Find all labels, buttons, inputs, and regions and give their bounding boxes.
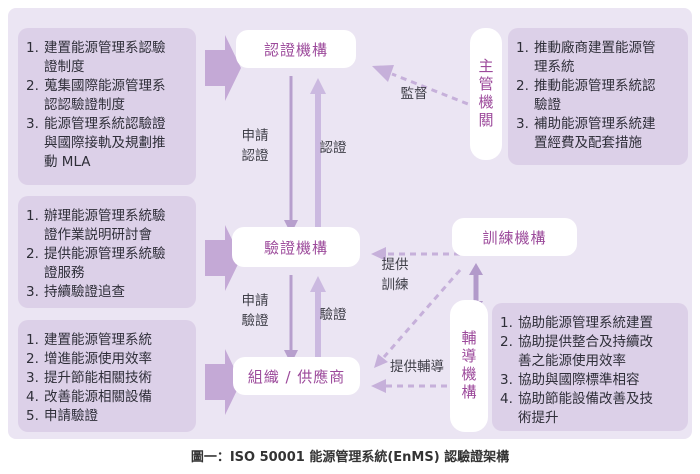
counseling-tasks-box: 1. 協助能源管理系統建置 2. 協助提供整合及持續改善之能源使用效率 3. 協… bbox=[492, 303, 688, 431]
node-counseling-institution: 輔導機構 bbox=[450, 300, 488, 432]
item-number: 1. bbox=[26, 332, 39, 348]
down-arrow-icon bbox=[284, 275, 298, 364]
label-supervise: 監督 bbox=[400, 86, 428, 102]
list-item: 2. 提供能源管理系統驗證服務 bbox=[26, 245, 172, 283]
list-item: 3. 能源管理系統認驗證與國際接軌及規劃推動 MLA bbox=[26, 115, 172, 172]
list-item: 1. 協助能源管理系統建置 bbox=[500, 314, 660, 333]
list-item: 2. 增進能源使用效率 bbox=[26, 350, 172, 369]
label-apply-certification: 申請 驗證 bbox=[241, 293, 269, 329]
diagram-background: 1. 建置能源管理系認驗證制度 2. 蒐集國際能源管理系認認驗證制度 3. 能源… bbox=[8, 8, 692, 439]
item-text: 蒐集國際能源管理系認認驗證制度 bbox=[44, 78, 166, 113]
item-text: 推動能源管理系統認驗證 bbox=[534, 78, 656, 113]
node-certification-body: 驗證機構 bbox=[232, 227, 360, 267]
list-item: 2. 蒐集國際能源管理系認認驗證制度 bbox=[26, 77, 172, 115]
node-organization-supplier: 組織 / 供應商 bbox=[233, 357, 360, 395]
item-number: 2. bbox=[500, 334, 513, 350]
list-item: 3. 持續驗證追查 bbox=[26, 283, 172, 302]
list-item: 1. 辦理能源管理系統驗證作業説明研討會 bbox=[26, 207, 172, 245]
item-text: 提升節能相關技術 bbox=[44, 370, 152, 386]
certification-tasks-box: 1. 辦理能源管理系統驗證作業説明研討會 2. 提供能源管理系統驗證服務 3. … bbox=[18, 196, 196, 308]
node-competent-authority: 主管機關 bbox=[470, 28, 502, 160]
list-item: 4. 改善能源相關設備 bbox=[26, 388, 172, 407]
item-text: 申請驗證 bbox=[44, 408, 98, 424]
item-text: 建置能源管理系統 bbox=[44, 332, 152, 348]
list-item: 1. 推動廠商建置能源管理系統 bbox=[516, 39, 662, 77]
item-text: 協助節能設備改善及技術提升 bbox=[518, 391, 653, 426]
list-item: 3. 補助能源管理系統建置經費及配套措施 bbox=[516, 115, 662, 153]
label-accredit: 認證 bbox=[319, 140, 347, 156]
organization-tasks-box: 1. 建置能源管理系統 2. 增進能源使用效率 3. 提升節能相關技術 4. 改… bbox=[18, 320, 196, 432]
list-item: 4. 協助節能設備改善及技術提升 bbox=[500, 390, 660, 428]
list-item: 2. 推動能源管理系統認驗證 bbox=[516, 77, 662, 115]
item-number: 5. bbox=[26, 408, 39, 424]
item-number: 3. bbox=[516, 116, 529, 132]
item-number: 4. bbox=[500, 391, 513, 407]
item-number: 2. bbox=[516, 78, 529, 94]
item-text: 改善能源相關設備 bbox=[44, 389, 152, 405]
list-item: 3. 提升節能相關技術 bbox=[26, 369, 172, 388]
item-text: 協助提供整合及持續改善之能源使用效率 bbox=[518, 334, 653, 369]
item-text: 提供能源管理系統驗證服務 bbox=[44, 246, 166, 281]
item-number: 2. bbox=[26, 78, 39, 94]
down-arrow-icon bbox=[284, 76, 298, 234]
item-text: 增進能源使用效率 bbox=[44, 351, 152, 367]
item-text: 補助能源管理系統建置經費及配套措施 bbox=[534, 116, 656, 151]
label-apply-accreditation: 申請 認證 bbox=[241, 128, 269, 164]
list-item: 3. 協助與國際標準相容 bbox=[500, 371, 660, 390]
item-number: 3. bbox=[26, 116, 39, 132]
label-certify: 驗證 bbox=[319, 307, 347, 323]
accreditation-tasks-box: 1. 建置能源管理系認驗證制度 2. 蒐集國際能源管理系認認驗證制度 3. 能源… bbox=[18, 28, 196, 185]
authority-tasks-box: 1. 推動廠商建置能源管理系統 2. 推動能源管理系統認驗證 3. 補助能源管理… bbox=[508, 28, 688, 165]
figure-caption: 圖一：ISO 50001 能源管理系統(EnMS) 認驗證架構 bbox=[190, 450, 510, 465]
item-number: 1. bbox=[26, 208, 39, 224]
list-item: 5. 申請驗證 bbox=[26, 407, 172, 426]
item-number: 3. bbox=[26, 284, 39, 300]
label-provide-counseling: 提供輔導 bbox=[390, 359, 444, 375]
item-text: 協助能源管理系統建置 bbox=[518, 315, 653, 331]
list-item: 1. 建置能源管理系統 bbox=[26, 331, 172, 350]
label-provide-training: 提供 訓練 bbox=[381, 257, 409, 293]
item-text: 持續驗證追查 bbox=[44, 284, 125, 300]
item-number: 4. bbox=[26, 389, 39, 405]
node-training-institution: 訓練機構 bbox=[452, 218, 577, 256]
item-number: 1. bbox=[500, 315, 513, 331]
node-accreditation-body: 認證機構 bbox=[236, 30, 356, 68]
dashed-counseling-arrow-icon bbox=[371, 379, 458, 393]
item-text: 協助與國際標準相容 bbox=[518, 372, 640, 388]
item-text: 能源管理系統認驗證與國際接軌及規劃推動 MLA bbox=[44, 116, 166, 170]
item-number: 2. bbox=[26, 351, 39, 367]
item-number: 1. bbox=[516, 40, 529, 56]
item-number: 2. bbox=[26, 246, 39, 262]
item-number: 3. bbox=[26, 370, 39, 386]
item-number: 3. bbox=[500, 372, 513, 388]
item-text: 推動廠商建置能源管理系統 bbox=[534, 40, 656, 75]
list-item: 2. 協助提供整合及持續改善之能源使用效率 bbox=[500, 333, 660, 371]
list-item: 1. 建置能源管理系認驗證制度 bbox=[26, 39, 172, 77]
item-text: 建置能源管理系認驗證制度 bbox=[44, 40, 166, 75]
item-number: 1. bbox=[26, 40, 39, 56]
item-text: 辦理能源管理系統驗證作業説明研討會 bbox=[44, 208, 166, 243]
